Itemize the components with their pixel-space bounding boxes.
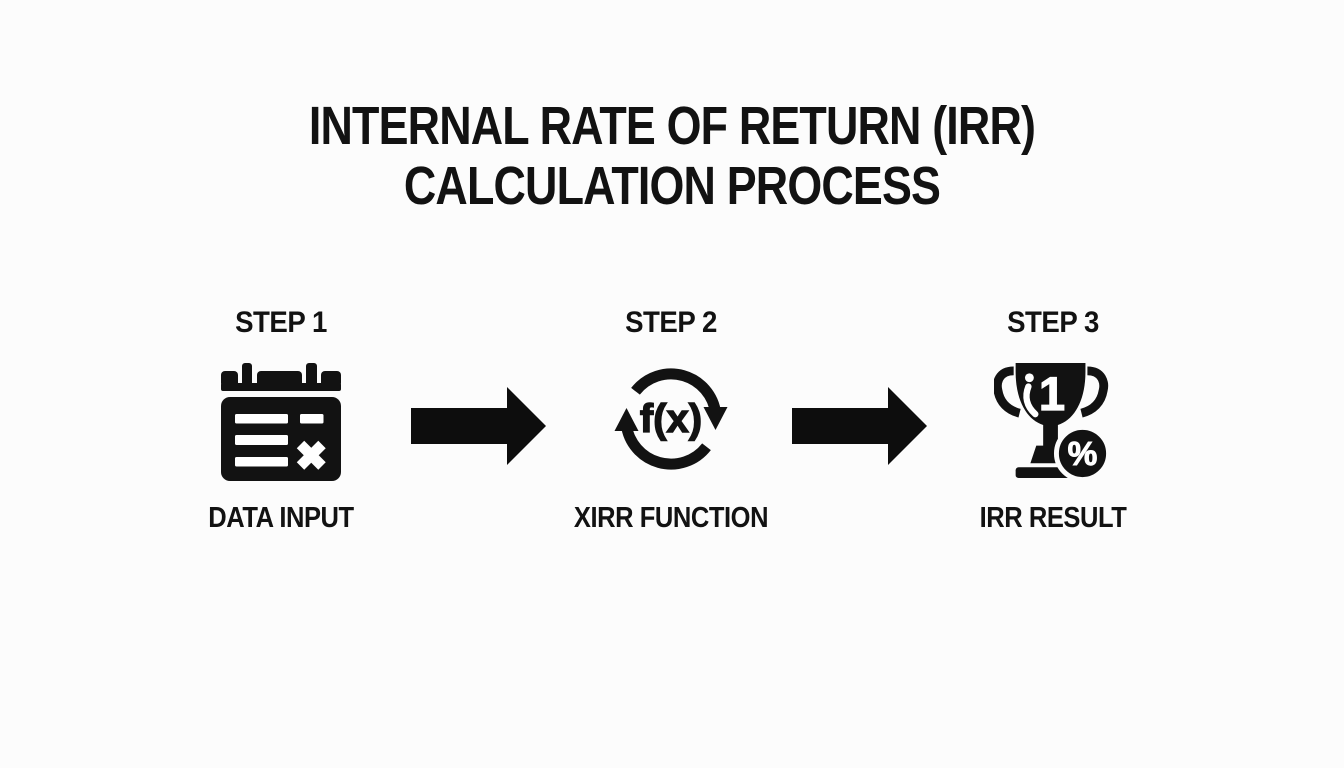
function-cycle-icon: f(x)	[605, 366, 737, 478]
step-1-label: STEP 1	[235, 306, 327, 339]
step-2-icon-wrap: f(x)	[531, 346, 811, 498]
step-1: STEP 1	[141, 306, 421, 535]
step-2-caption: XIRR FUNCTION	[573, 502, 769, 534]
data-input-table-icon	[221, 363, 341, 481]
percent-badge-text: %	[1068, 436, 1098, 473]
trophy-rank-text: 1	[1039, 368, 1065, 421]
step-2: STEP 2 f(x) XIRR FUNCTION	[531, 306, 811, 535]
step-3-caption: IRR RESULT	[979, 502, 1127, 534]
page-title: INTERNAL RATE OF RETURN (IRR) CALCULATIO…	[0, 96, 1344, 216]
step-1-caption: DATA INPUT	[208, 502, 354, 534]
page-title-line-1: INTERNAL RATE OF RETURN (IRR)	[308, 96, 1036, 156]
step-3-icon-wrap: 1 %	[913, 346, 1193, 498]
step-2-label: STEP 2	[625, 306, 717, 339]
right-arrow-icon	[792, 387, 927, 465]
fx-formula-text: f(x)	[640, 397, 702, 441]
right-arrow-icon	[411, 387, 546, 465]
step-3: STEP 3	[913, 306, 1193, 535]
page-title-line-2: CALCULATION PROCESS	[403, 156, 941, 216]
trophy-percent-icon: 1 %	[994, 359, 1112, 485]
step-3-label: STEP 3	[1007, 306, 1099, 339]
step-1-icon-wrap	[141, 346, 421, 498]
